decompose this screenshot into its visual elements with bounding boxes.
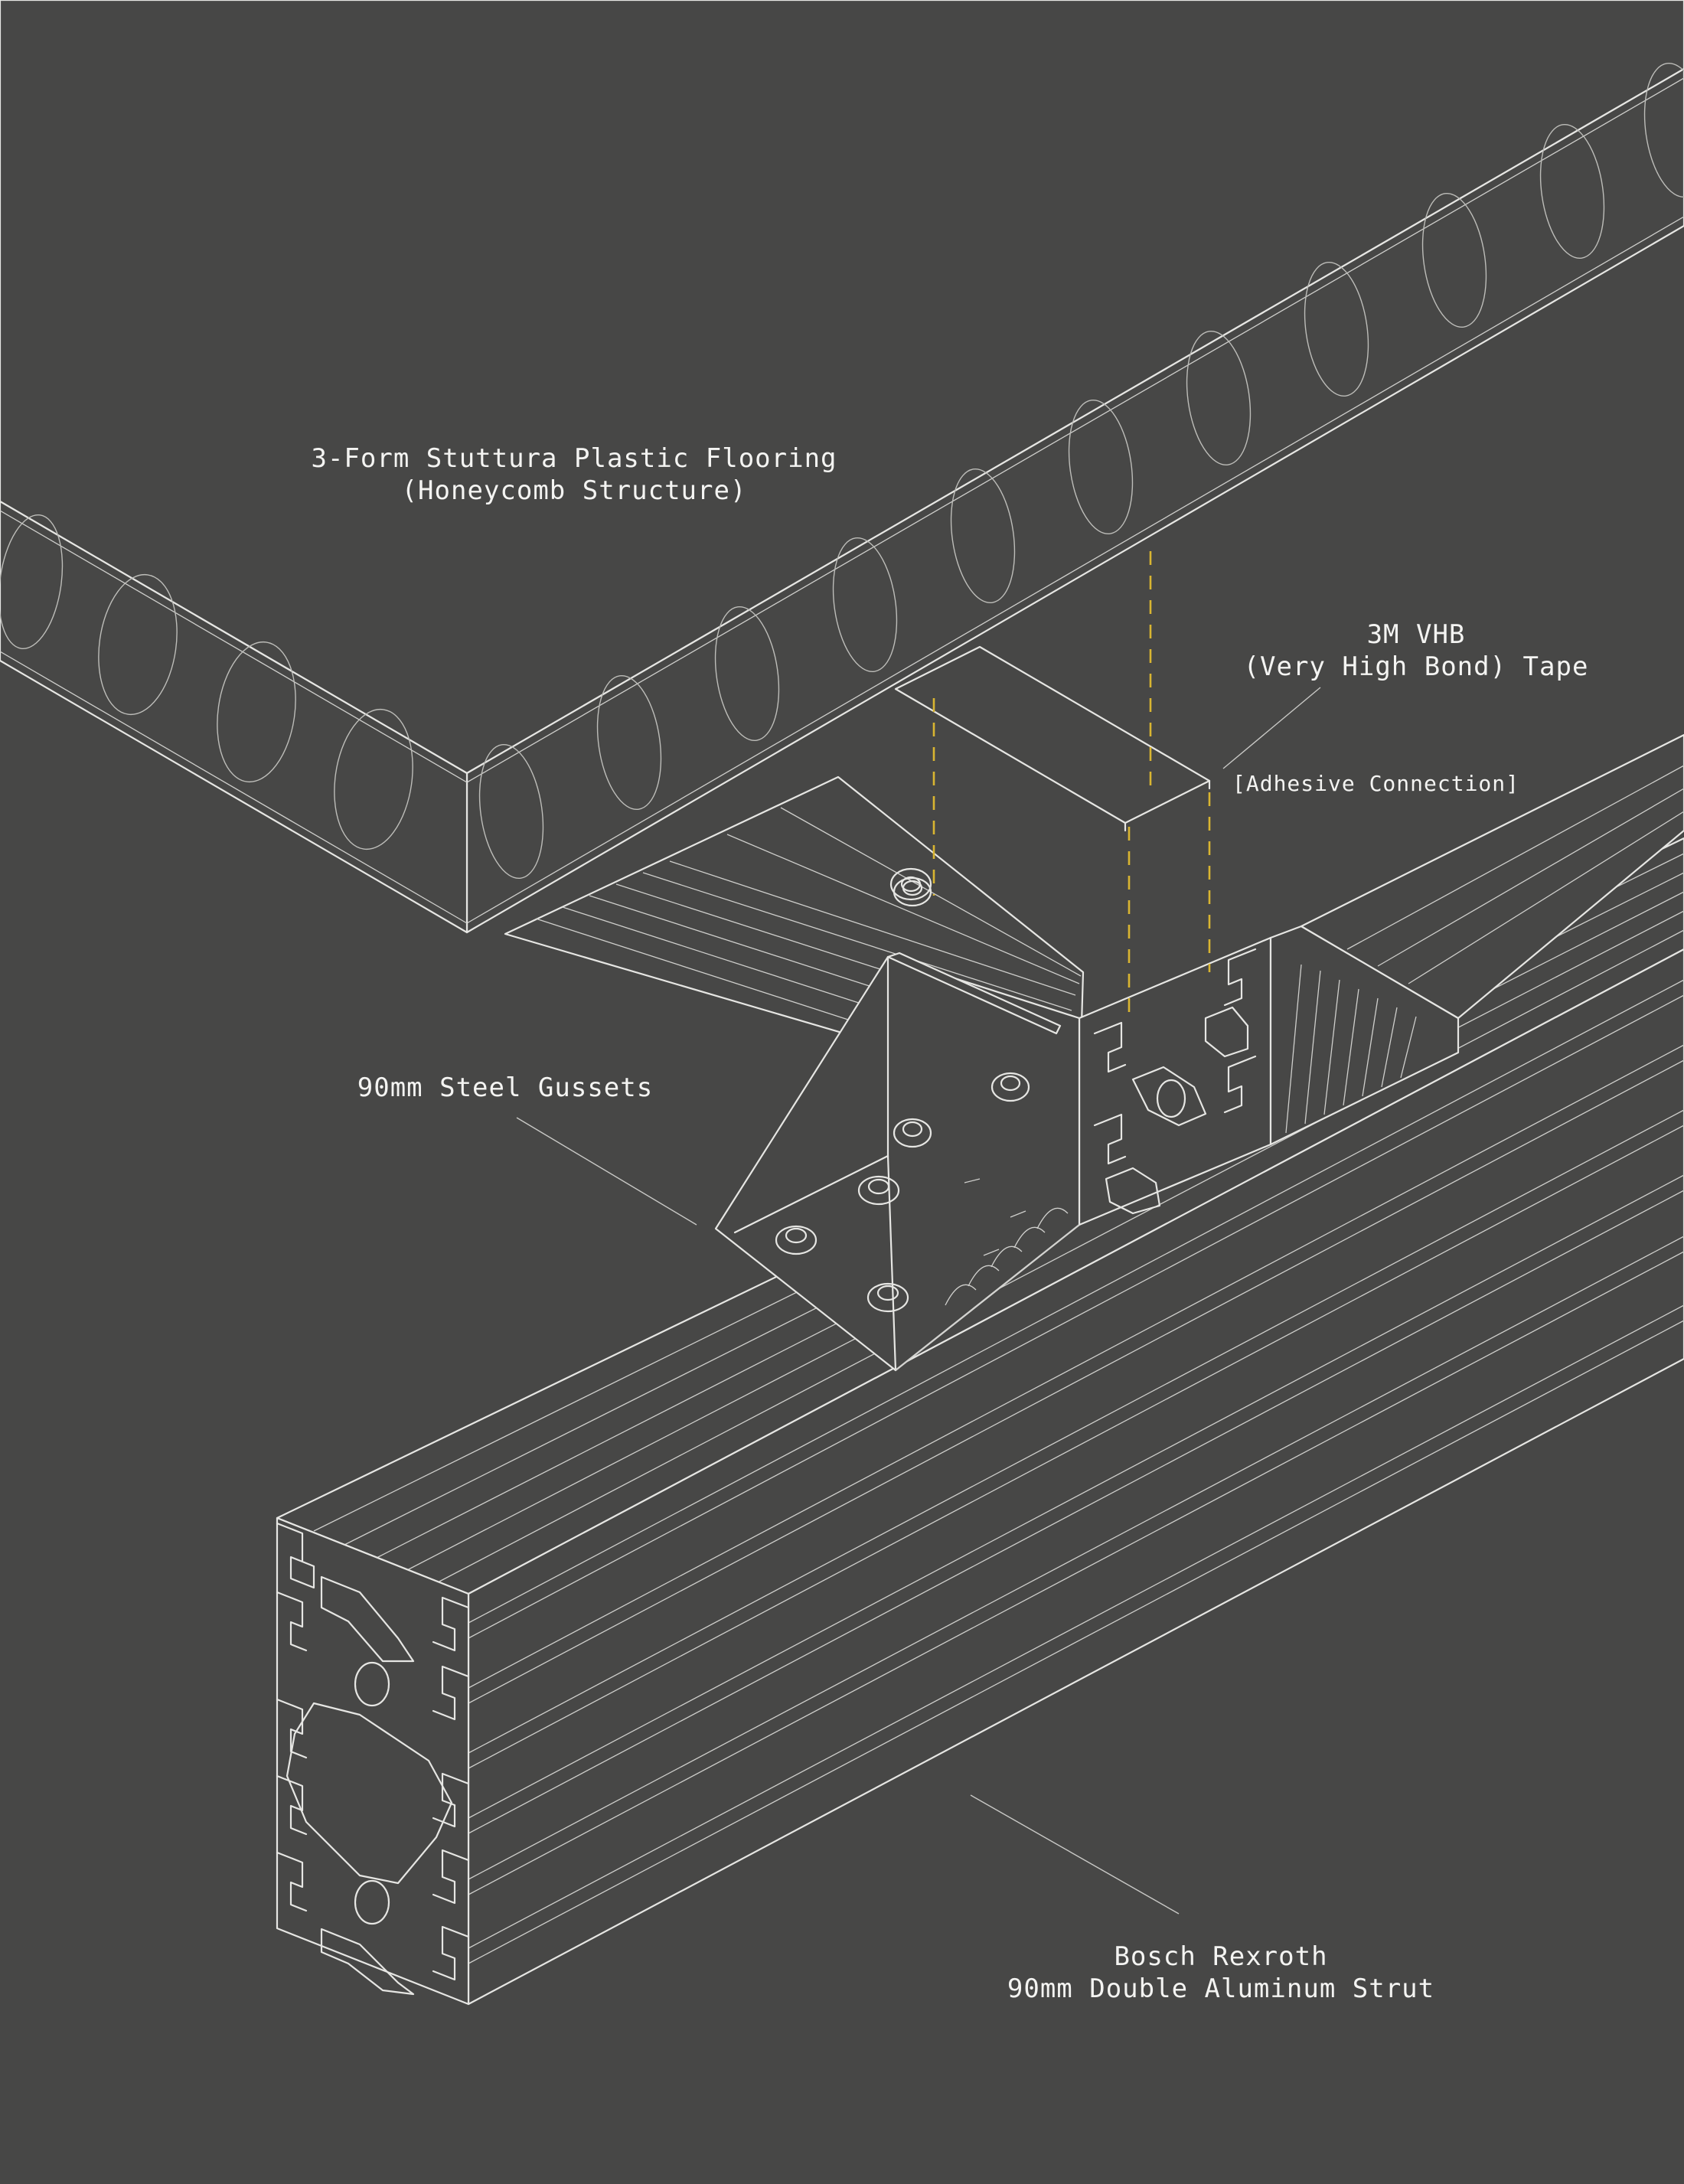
steel-gussets-label: 90mm Steel Gussets	[357, 1072, 654, 1103]
strut-end-profile	[276, 1516, 470, 2006]
gusset-plate	[714, 955, 1081, 1372]
cross-strut-flange	[1269, 925, 1460, 1146]
strut-label-line-2: 90mm Double Aluminum Strut	[1007, 1973, 1435, 2004]
strut-side-grooves	[468, 979, 1684, 1964]
vhb-label-line-1: 3M VHB	[1366, 619, 1466, 650]
flooring-label: 3-Form Stuttura Plastic Flooring (Honeyc…	[291, 442, 857, 507]
bolt-3	[893, 1118, 932, 1148]
bolt-1	[893, 877, 932, 907]
bolt-2	[990, 1072, 1030, 1102]
bolt-6	[866, 1282, 909, 1313]
back-strut-continuation	[1300, 733, 1684, 1020]
flooring-label-line-2: (Honeycomb Structure)	[401, 475, 747, 506]
vhb-tape-strip	[894, 645, 1211, 832]
leader-lines	[516, 687, 1321, 1915]
flooring-label-line-1: 3-Form Stuttura Plastic Flooring	[311, 443, 837, 474]
panel-left-edge	[0, 500, 468, 934]
honeycomb-cells-front	[478, 62, 1684, 880]
gusset-bolts	[775, 867, 1030, 1313]
vhb-tape-label: 3M VHB (Very High Bond) Tape	[1232, 619, 1600, 683]
honeycomb-cells-left	[0, 514, 413, 850]
steel-gusset	[714, 867, 1081, 1372]
leader-gussets	[516, 1117, 697, 1226]
honeycomb-floor-panel	[0, 0, 1684, 934]
bolt-4	[857, 1175, 900, 1206]
adhesive-connection-label: [Adhesive Connection]	[1232, 771, 1520, 796]
vhb-label-line-2: (Very High Bond) Tape	[1243, 651, 1589, 682]
strut-label-line-1: Bosch Rexroth	[1114, 1941, 1328, 1972]
bolt-5	[775, 1225, 818, 1255]
leader-vhb	[1222, 687, 1321, 769]
vhb-tape	[894, 645, 1211, 824]
leader-strut	[970, 1794, 1180, 1915]
adhesive-dashed-lines	[932, 551, 1211, 1018]
aluminum-strut-label: Bosch Rexroth 90mm Double Aluminum Strut	[987, 1941, 1454, 2005]
